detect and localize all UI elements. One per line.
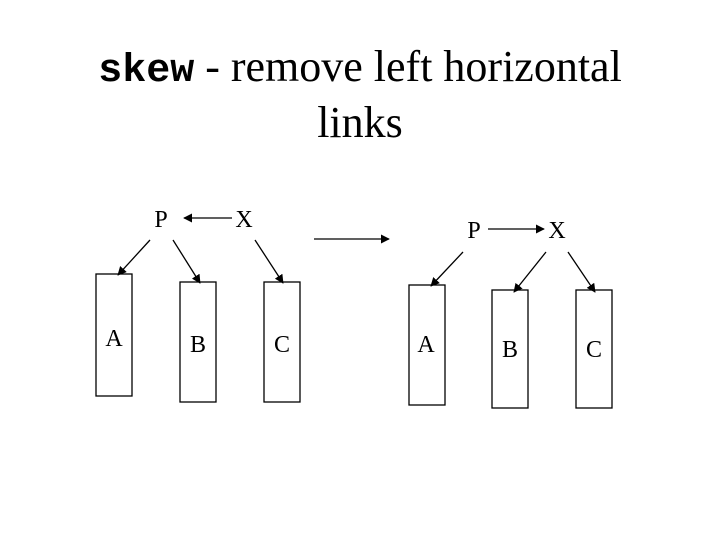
after-node-p: P [467, 218, 480, 244]
slide-title-line2: links [317, 98, 403, 147]
title-keyword: skew [98, 49, 195, 94]
before-subtree-a [95, 273, 133, 397]
after-subtree-a [408, 284, 446, 406]
slide-title: skew - remove left horizontal [0, 42, 720, 97]
after-node-x: X [548, 218, 565, 244]
title-text: remove left horizontal [230, 42, 622, 91]
after-subtree-c [575, 289, 613, 409]
before-subtree-a-label: A [105, 326, 123, 352]
after-edge-x-b [513, 251, 547, 293]
before-subtree-c [263, 281, 301, 403]
after-subtree-c-label: C [586, 337, 602, 363]
before-edge-x-c [254, 239, 284, 284]
before-node-x: X [235, 207, 252, 233]
before-subtree-b [179, 281, 217, 403]
before-subtree-b-label: B [190, 332, 206, 358]
after-subtree-b-label: B [502, 337, 518, 363]
before-tree: P X A B C [95, 207, 301, 403]
after-edge-p-a [430, 251, 464, 287]
before-edge-p-b [172, 239, 201, 284]
before-node-p: P [154, 207, 167, 233]
after-tree: P X A B C [408, 218, 613, 409]
title-separator: - [194, 42, 231, 91]
after-subtree-a-label: A [417, 332, 435, 358]
after-edge-x-c [567, 251, 596, 293]
after-subtree-b [491, 289, 529, 409]
before-edge-p-a [117, 239, 151, 276]
before-subtree-c-label: C [274, 332, 290, 358]
